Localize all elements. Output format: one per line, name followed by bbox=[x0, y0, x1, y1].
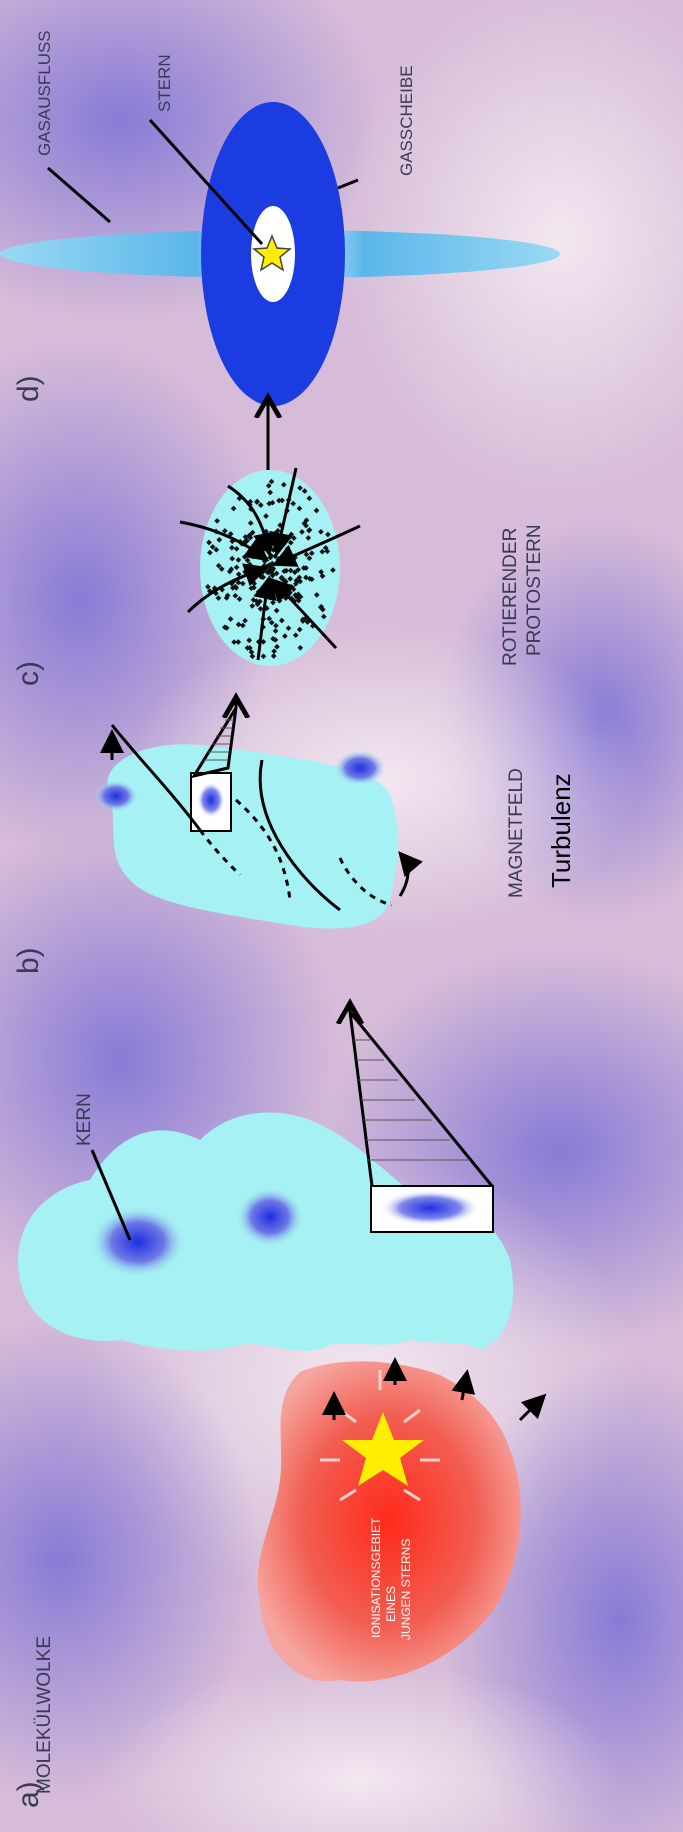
panel-letter-c: c) bbox=[12, 661, 45, 686]
panel-letter-d: d) bbox=[12, 375, 45, 402]
outflow-label: GASAUSFLUSS bbox=[35, 30, 54, 156]
core-b-1 bbox=[94, 780, 138, 812]
ionization-label-line3: JUNGEN STERNS bbox=[399, 1539, 413, 1640]
ionization-label-line1: IONISATIONSGEBIET bbox=[369, 1517, 383, 1638]
star-label: STERN bbox=[155, 54, 174, 112]
molecular-cloud-label: MOLEKÜLWOLKE bbox=[34, 1636, 55, 1794]
core-a-1 bbox=[90, 1206, 186, 1278]
ionization-label-line2: EINES bbox=[384, 1586, 398, 1622]
disk-label: GASSCHEIBE bbox=[397, 65, 416, 176]
core-label: KERN bbox=[74, 1093, 95, 1146]
protostar-label-line2: PROTOSTERN bbox=[524, 524, 545, 656]
core-b-2 bbox=[334, 750, 386, 786]
core-a-selected bbox=[380, 1190, 480, 1226]
turbulence-label: Turbulenz bbox=[546, 773, 576, 888]
core-b-selected bbox=[197, 782, 225, 818]
core-a-2 bbox=[236, 1187, 304, 1247]
panel-letter-b: b) bbox=[12, 947, 45, 974]
protostar-label-line1: ROTIERENDER bbox=[500, 528, 521, 666]
magnetic-field-label: MAGNETFELD bbox=[506, 768, 527, 898]
